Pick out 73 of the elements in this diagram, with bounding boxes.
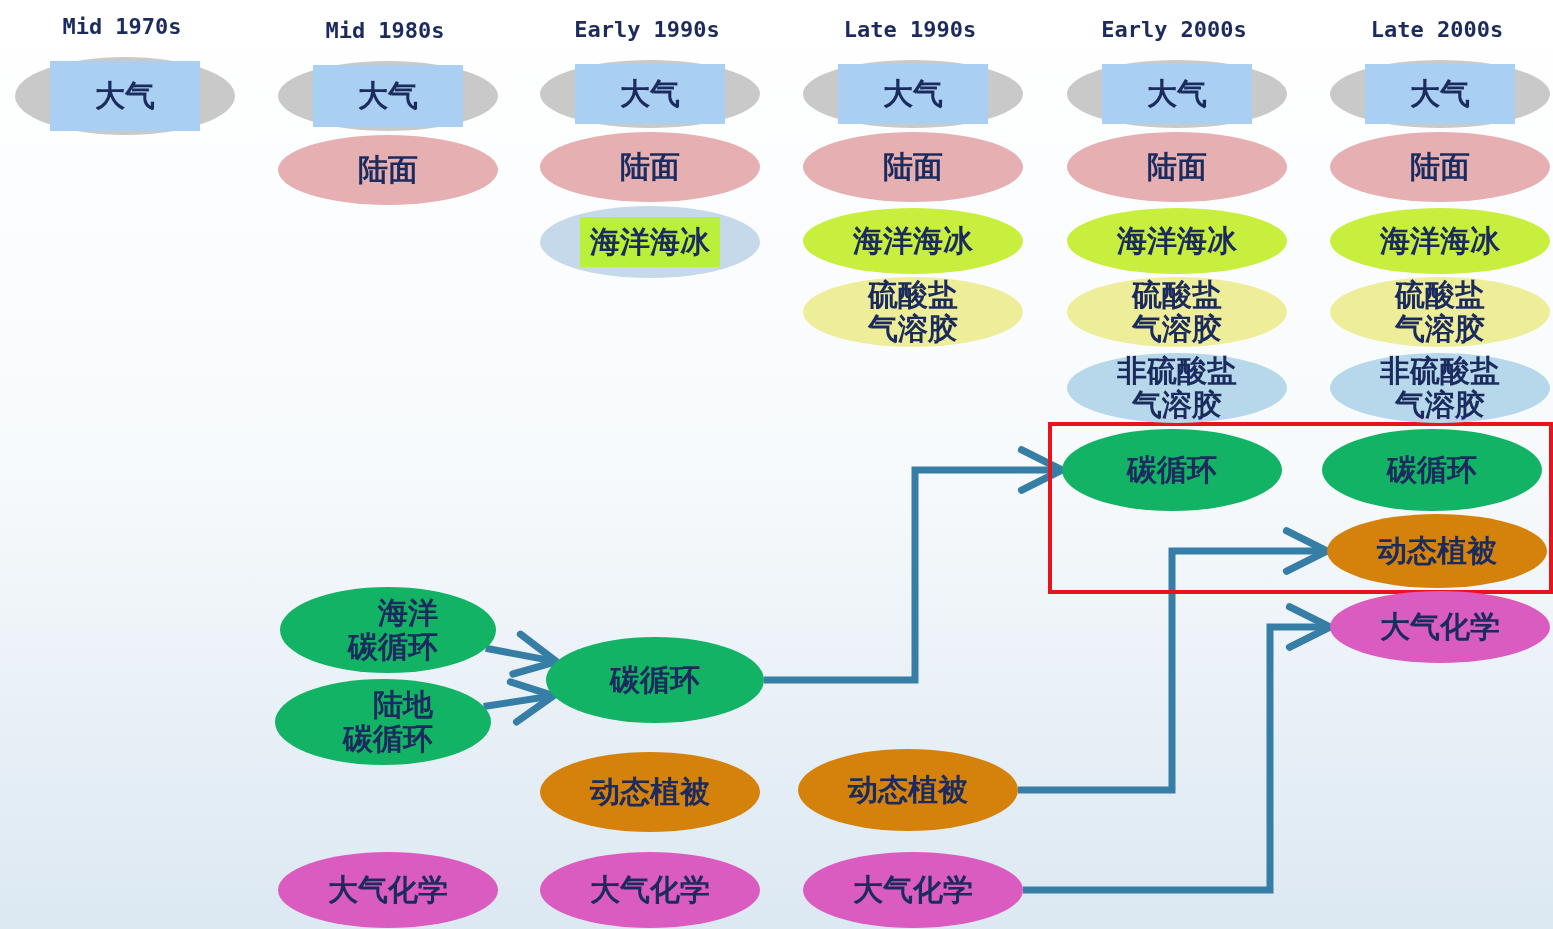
node-label: 大气化学 [1380,610,1500,644]
oval-node [1329,59,1551,129]
node-label: 大气 [1147,77,1207,111]
oval-node [1326,513,1548,589]
oval-node [802,59,1024,129]
node-label: 陆面 [883,150,943,184]
oval-node [14,56,236,136]
oval-node [274,678,492,766]
node-label: 硫酸盐气溶胶 [866,278,959,346]
node-label: 非硫酸盐气溶胶 [1379,354,1501,422]
node-label: 大气 [1410,77,1470,111]
oval-node [279,586,497,674]
column-heading: Early 1990s [574,17,720,42]
node-label: 海洋海冰 [853,224,973,258]
node-label: 硫酸盐气溶胶 [1130,278,1223,346]
oval-node [1329,590,1551,664]
oval-node [1329,207,1551,275]
column-heading: Early 2000s [1101,17,1247,42]
node-label: 陆面 [620,150,680,184]
node-label: 海洋碳循环 [348,596,439,664]
oval-node [1321,428,1543,512]
node-label: 动态植被 [1377,534,1497,568]
oval-node [802,276,1024,348]
oval-node [1066,352,1288,424]
oval-node [277,851,499,929]
column-heading: Late 1990s [843,17,977,42]
oval-node [1066,207,1288,275]
oval-node [1329,352,1551,424]
node-label: 陆面 [1410,150,1470,184]
column-heading: Mid 1980s [325,18,445,43]
node-label: 大气 [883,77,943,111]
node-label: 陆面 [358,153,418,187]
oval-node [1329,131,1551,203]
node-label: 碳循环 [610,663,700,697]
oval-node [539,751,761,833]
node-label: 海洋海冰 [1117,224,1237,258]
oval-node [1066,276,1288,348]
column-heading: Mid 1970s [62,14,182,39]
node-label: 陆面 [1147,150,1207,184]
node-label: 动态植被 [590,775,710,809]
node-label: 硫酸盐气溶胶 [1393,278,1486,346]
oval-node [1061,428,1283,512]
node-label: 碳循环 [1387,453,1477,487]
oval-node [277,134,499,206]
node-label: 陆地碳循环 [343,688,434,756]
node-label: 大气化学 [328,873,448,907]
oval-node [277,60,499,132]
oval-node [1066,59,1288,129]
oval-node [802,851,1024,929]
node-label: 动态植被 [848,773,968,807]
oval-node [539,131,761,203]
oval-node [797,748,1019,832]
oval-node [1329,276,1551,348]
node-label: 碳循环 [1127,453,1217,487]
highlight-frame [1048,422,1553,594]
node-label: 大气化学 [590,873,710,907]
node-label: 非硫酸盐气溶胶 [1116,354,1238,422]
node-label: 海洋海冰 [1380,224,1500,258]
node-label: 大气 [95,79,155,113]
node-label: 海洋海冰 [590,225,710,259]
oval-node [802,131,1024,203]
node-label: 大气 [620,77,680,111]
oval-node [802,207,1024,275]
oval-node [539,59,761,129]
column-heading: Late 2000s [1370,17,1504,42]
node-label: 大气 [358,79,418,113]
oval-node [1066,131,1288,203]
arrow [485,630,561,678]
oval-node [539,851,761,929]
node-label: 大气化学 [853,873,973,907]
arrow [483,678,558,726]
oval-node [545,636,765,724]
oval-node [539,205,761,279]
